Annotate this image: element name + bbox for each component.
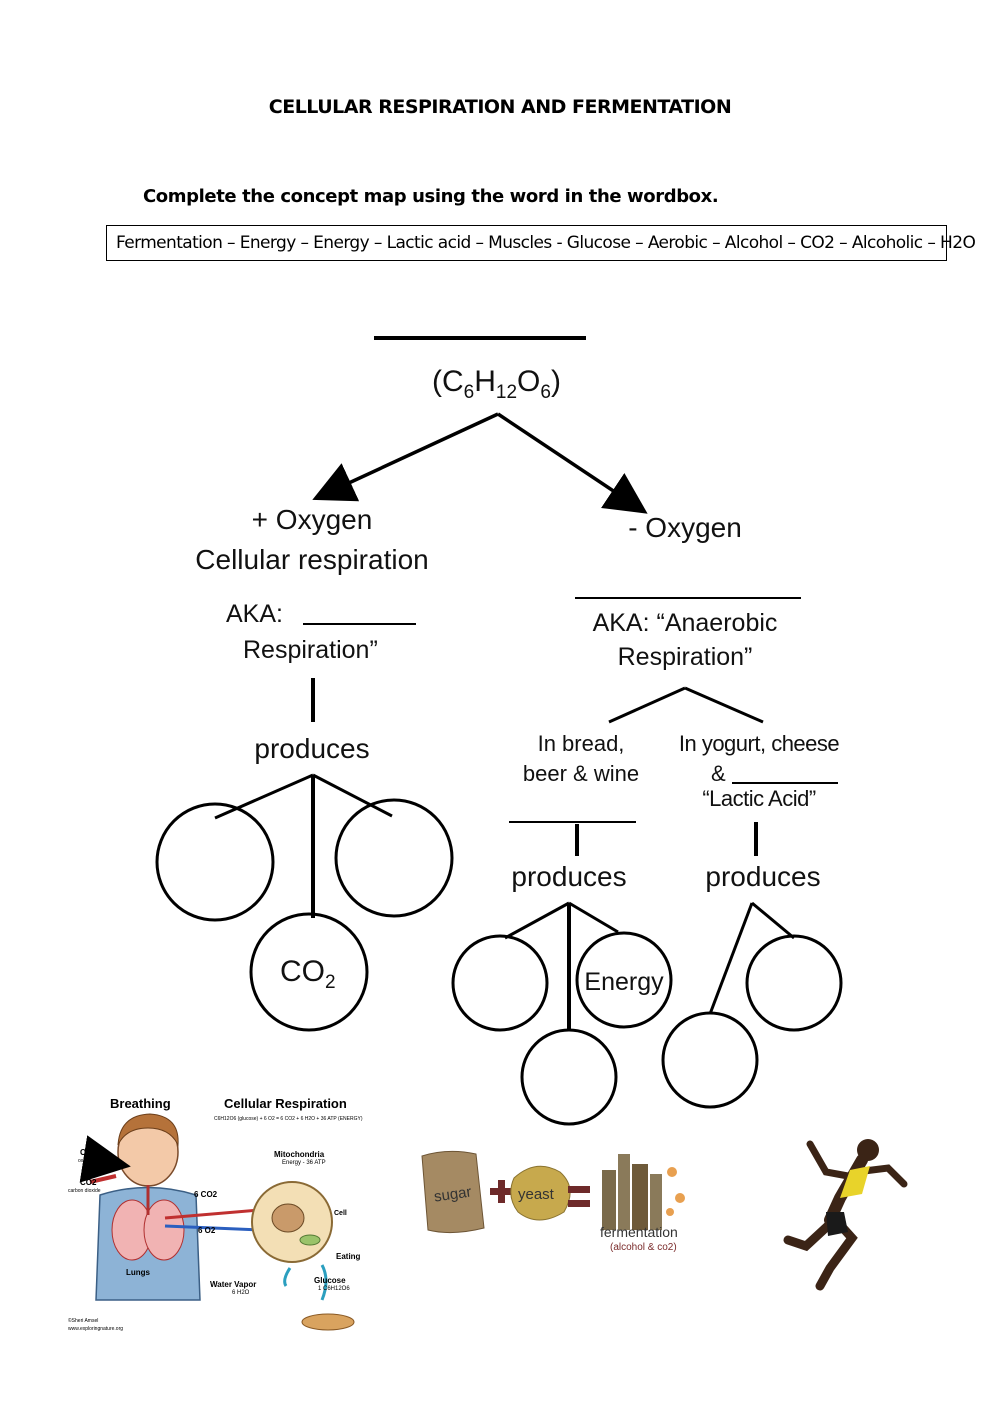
mitochondria-energy: Energy - 36 ATP bbox=[282, 1160, 326, 1166]
answer-circle-yogurt-1[interactable] bbox=[745, 934, 843, 1032]
lungs-label: Lungs bbox=[126, 1268, 150, 1277]
six-co2-label: 6 CO2 bbox=[194, 1190, 218, 1199]
answer-circle-left-2[interactable] bbox=[334, 798, 454, 918]
fermentation-label: fermentation bbox=[600, 1224, 678, 1240]
branch-bread-c bbox=[568, 901, 619, 934]
lactic-acid-label: “Lactic Acid” bbox=[702, 786, 816, 811]
aka-anaerobic-label: AKA: “Anaerobic bbox=[592, 609, 778, 637]
water-vapor-label: Water Vapor bbox=[210, 1280, 257, 1289]
branch-bread-a bbox=[504, 901, 570, 940]
breathing-drawing bbox=[79, 1113, 355, 1331]
glucose-formula: (C6H12O6) bbox=[432, 365, 561, 403]
co2-small-label: CO2 bbox=[80, 1178, 97, 1187]
respiration-left-label: Respiration” bbox=[243, 636, 378, 664]
page-title: CELLULAR RESPIRATION AND FERMENTATION bbox=[268, 96, 732, 118]
glucose-small-sub: 1 C6H12O6 bbox=[318, 1286, 350, 1292]
wordbox: Fermentation – Energy – Energy – Lactic … bbox=[106, 225, 976, 261]
co2-label: CO2 bbox=[280, 955, 336, 993]
breathing-illustration: Breathing Cellular Respiration C6H12O6 (… bbox=[60, 1090, 380, 1340]
aka-left-label: AKA: bbox=[226, 600, 283, 628]
yogurt-label-2: & bbox=[711, 761, 726, 786]
glucose-small-label: Glucose bbox=[314, 1276, 346, 1285]
anaerobic-respiration-label: Respiration” bbox=[617, 643, 753, 671]
sprinter-image bbox=[783, 1139, 908, 1291]
fermentation-sub: (alcohol & co2) bbox=[610, 1242, 677, 1253]
bread-label-2: beer & wine bbox=[522, 761, 640, 786]
yeast-label: yeast bbox=[518, 1186, 554, 1203]
arrow-to-no-oxygen bbox=[497, 412, 648, 514]
split-yogurt bbox=[684, 686, 764, 724]
o2-label: O2 bbox=[80, 1148, 91, 1157]
cell-label: Cell bbox=[334, 1210, 347, 1217]
branch-left-a bbox=[214, 773, 314, 820]
co2-circle bbox=[249, 912, 369, 1032]
produces-bread-label: produces bbox=[511, 861, 627, 892]
bread-label-1: In bread, bbox=[537, 731, 625, 756]
energy-label: Energy bbox=[584, 968, 664, 996]
respiration-equation: C6H12O6 (glucose) + 6 O2 = 6 CO2 + 6 H2O… bbox=[214, 1116, 363, 1122]
arrow-to-oxygen bbox=[312, 412, 499, 502]
answer-circle-yogurt-2[interactable] bbox=[661, 1011, 759, 1109]
eating-label: Eating bbox=[336, 1252, 361, 1261]
instruction-text: Complete the concept map using the word … bbox=[143, 186, 719, 207]
answer-circle-left-1[interactable] bbox=[155, 802, 275, 922]
yogurt-label-1: In yogurt, cheese bbox=[678, 731, 840, 756]
mitochondria-label: Mitochondria bbox=[274, 1150, 325, 1159]
credit-line-1: ©Sheri Amsel bbox=[68, 1318, 99, 1324]
six-o2-label: 6 O2 bbox=[198, 1226, 216, 1235]
branch-yogurt-b bbox=[751, 901, 795, 940]
answer-circle-bread-1[interactable] bbox=[451, 934, 549, 1032]
o2-desc: oxygen bbox=[78, 1158, 95, 1164]
answer-circle-bread-2[interactable] bbox=[520, 1028, 618, 1126]
fermentation-illustration: sugar yeast fermentation (alcohol & co2) bbox=[418, 1148, 698, 1258]
minus-oxygen-label: - Oxygen bbox=[628, 512, 742, 543]
split-bread bbox=[608, 686, 686, 724]
breathing-title: Breathing bbox=[110, 1096, 171, 1111]
produces-yogurt-label: produces bbox=[705, 861, 821, 892]
fermentation-drawing bbox=[421, 1150, 685, 1234]
water-vapor-sub: 6 H2O bbox=[232, 1290, 250, 1296]
co2-desc: carbon dioxide bbox=[68, 1188, 101, 1194]
energy-circle bbox=[575, 931, 673, 1029]
credit-line-2: www.exploringnature.org bbox=[68, 1326, 124, 1332]
plus-oxygen-label: + Oxygen bbox=[251, 504, 373, 535]
cellular-respiration-label: Cellular respiration bbox=[195, 544, 429, 575]
cellular-respiration-title: Cellular Respiration bbox=[224, 1096, 347, 1111]
branch-yogurt-a bbox=[708, 902, 754, 1015]
branch-left-c bbox=[312, 773, 393, 818]
produces-left-label: produces bbox=[254, 733, 370, 764]
